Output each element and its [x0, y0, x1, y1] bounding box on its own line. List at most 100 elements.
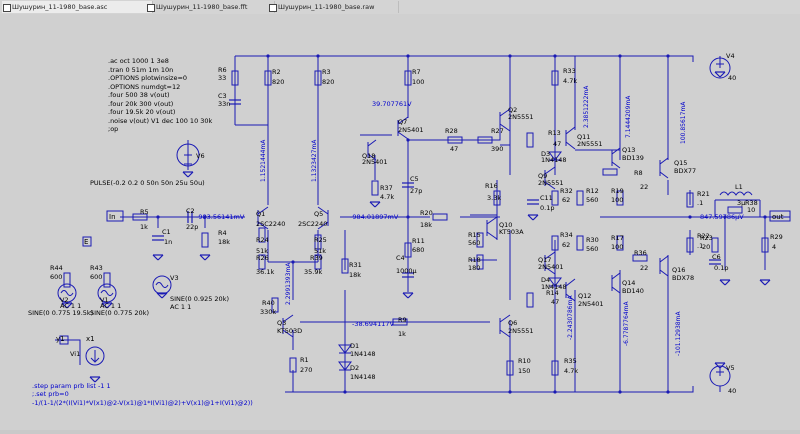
ref-r43: R43	[90, 264, 103, 272]
value-q7: 2N5401	[398, 126, 424, 134]
voltage-label: -984.01897mV	[350, 213, 399, 221]
value-r31: 18k	[349, 271, 361, 279]
ref-q3: Q3	[277, 319, 286, 327]
voltage-label: -38.694117V	[352, 320, 394, 328]
capacitors	[152, 99, 721, 278]
spec-v1: SINE(0 0.775 20k)	[90, 309, 149, 317]
ref-q11: Q11	[577, 133, 590, 141]
ref-v1: V1	[100, 296, 109, 304]
value-r7: 100	[412, 78, 424, 86]
current-label: 1.1323427mA	[311, 139, 318, 182]
value-r8: 22	[640, 183, 648, 191]
ref-r7: R7	[412, 68, 421, 76]
ref-r33: R33	[563, 67, 576, 75]
transistor-q3	[282, 314, 294, 338]
current-label: 2.2991393mA	[285, 262, 292, 305]
ref-r19: R19	[611, 187, 624, 195]
tab-fft[interactable]: Шушурин_11-1980_base.fft	[146, 1, 275, 13]
value-q1: 2SC2240	[256, 220, 285, 228]
transistor-q7	[397, 116, 409, 140]
ref-r44: R44	[50, 264, 63, 272]
net-label-e: E	[84, 238, 88, 246]
value-r21: .1	[697, 199, 703, 207]
sources	[57, 57, 731, 387]
value-q10: KT503A	[499, 228, 524, 236]
net-label-in: In	[109, 213, 116, 221]
voltage-label: 39.707761V	[372, 100, 412, 108]
step-directives[interactable]: .step param prb list -1 1 ;.set prb=0 -1…	[32, 382, 253, 407]
transistor-q17	[544, 251, 556, 275]
diodes	[338, 151, 562, 371]
value-r34: 62	[562, 241, 570, 249]
step-line: ;.set prb=0	[32, 390, 69, 398]
document-tab-bar: Шушурин_11-1980_base.asc Шушурин_11-1980…	[0, 0, 800, 15]
op-currents: 1.1521444mA 1.1323427mA 2.3851222mA 7.14…	[260, 85, 687, 356]
transistor-q16	[659, 255, 669, 277]
value-q13: BD139	[622, 154, 644, 162]
value-d4: 1N4148	[541, 283, 567, 291]
ref-r40: R40	[262, 299, 275, 307]
ref-c3: C3	[218, 92, 227, 100]
ref-q10: Q10	[499, 221, 512, 229]
directive-line: .tran 0 51m 1m 10n	[108, 66, 173, 74]
value-v2: AC 1 1	[60, 302, 81, 310]
value-q17: 2N5401	[538, 263, 564, 271]
component-labels: R6 33 C3 33n R2 820 R3 820 R7 100 Q7 2N5…	[28, 52, 783, 395]
ref-c5: C5	[410, 175, 419, 183]
ref-l1: L1	[735, 183, 743, 191]
value-r4: 18k	[218, 238, 230, 246]
ref-c2: C2	[186, 207, 195, 215]
value-q12: 2N5401	[578, 300, 604, 308]
tab-schematic[interactable]: Шушурин_11-1980_base.asc	[2, 1, 153, 13]
ref-v2: V2	[60, 296, 69, 304]
value-q15: BDX77	[674, 167, 696, 175]
value-r33: 4.7k	[563, 77, 577, 85]
value-l1: 3μ	[737, 199, 745, 207]
ref-q9: Q9	[538, 172, 547, 180]
ref-q7: Q7	[398, 118, 407, 126]
value-c5: 27p	[410, 187, 422, 195]
value-r3: 820	[322, 78, 334, 86]
ref-q2: Q2	[508, 106, 517, 114]
value-q16: BDX78	[672, 274, 694, 282]
value-r9: 1k	[398, 330, 406, 338]
tab-raw[interactable]: Шушурин_11-1980_base.raw	[268, 1, 399, 13]
value-r37: 4.7k	[380, 193, 394, 201]
op-voltages: -983.56141mV -984.01897mV 39.707761V 847…	[196, 100, 744, 328]
ref-r37: R37	[380, 184, 393, 192]
value-q5: 2SC2240	[298, 220, 327, 228]
schematic-drawing[interactable]: R6 33 C3 33n R2 820 R3 820 R7 100 Q7 2N5…	[0, 14, 800, 430]
directive-line: ;op	[108, 125, 118, 133]
value-r32: 62	[562, 196, 570, 204]
transistor-q10	[486, 216, 498, 240]
value-r16: 3.3k	[487, 194, 501, 202]
value-v3: AC 1 1	[170, 303, 191, 311]
transistor-q13	[611, 147, 621, 169]
current-label: 100.85617mA	[680, 101, 687, 144]
ref-r29: R29	[770, 233, 783, 241]
current-label: 2.3851222mA	[583, 85, 590, 128]
fft-doc-icon	[147, 4, 155, 12]
value-r25: 51k	[314, 247, 326, 255]
value-r35: 4.7k	[564, 367, 578, 375]
value-q14: BD140	[622, 287, 644, 295]
value-q2: 2N5551	[508, 113, 534, 121]
schematic-canvas[interactable]: R6 33 C3 33n R2 820 R3 820 R7 100 Q7 2N5…	[0, 14, 800, 430]
ref-q5: Q5	[314, 210, 323, 218]
value-r5: 1k	[140, 223, 148, 231]
ref-r9: R9	[398, 316, 407, 324]
value-c6: 0.1p	[714, 264, 728, 272]
value-r30: 560	[586, 245, 598, 253]
value-r40: 330k	[260, 308, 276, 316]
transistors	[257, 108, 669, 338]
value-d2: 1N4148	[350, 373, 376, 381]
ref-r15: R15	[468, 231, 481, 239]
spice-directives[interactable]: .ac oct 1000 1 3e8 .tran 0 51m 1m 10n .O…	[108, 57, 213, 133]
net-label-y1: y1	[56, 335, 65, 343]
value-r13: 47	[553, 140, 561, 148]
value-r44: 600	[50, 273, 62, 281]
transistor-q12	[565, 278, 576, 302]
ref-r23: R23	[700, 234, 713, 242]
ref-r28: R28	[445, 127, 458, 135]
value-r6: 33	[218, 74, 226, 82]
